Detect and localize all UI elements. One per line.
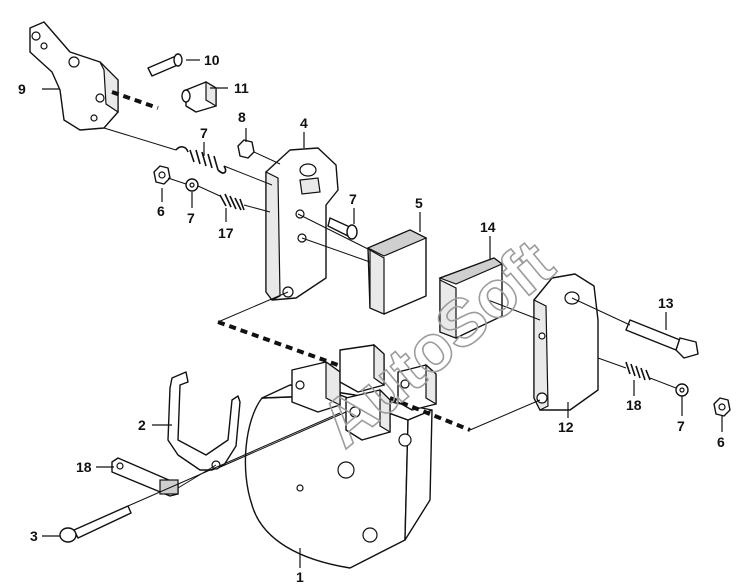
part-17-spring-right: [625, 361, 651, 381]
part-11-nut: [237, 139, 281, 165]
callout-3: 3: [30, 528, 38, 544]
watermark-text: AutoSoft: [306, 225, 567, 461]
part-14-caliper-right: [533, 273, 599, 411]
callout-6-left: 6: [157, 203, 165, 219]
assembly-lines: [111, 90, 677, 489]
leader-lines: [42, 59, 723, 568]
part-18-clip: [111, 457, 179, 497]
callout-6-right: 6: [717, 434, 725, 450]
callout-15: 13: [658, 295, 674, 311]
part-12-pin: [147, 53, 183, 77]
part-10-upper-bracket: [29, 21, 119, 131]
callout-10: 9: [18, 81, 26, 97]
callout-4: 4: [300, 115, 308, 131]
callout-13: 11: [234, 80, 249, 96]
part-16-brake-pad: [438, 257, 504, 339]
callout-17-left: 17: [218, 225, 234, 241]
part-7-washer-left: [185, 178, 199, 192]
callout-7-right: 7: [677, 418, 685, 434]
part-8-pin: [327, 217, 358, 240]
callout-5: 5: [415, 195, 423, 211]
part-13-block: [181, 80, 217, 113]
callout-labels: 9 10 11 8 7 4 7 5 14 6 7 17 13 18 7 6 12…: [18, 52, 725, 585]
callout-11: 8: [238, 109, 246, 125]
callout-2: 2: [138, 417, 146, 433]
callout-12: 10: [204, 52, 220, 68]
part-3-bolt: [59, 412, 341, 543]
callout-9: 7: [200, 125, 208, 141]
part-2-fork-bracket: [167, 371, 241, 471]
part-7-washer-right: [675, 383, 689, 397]
callout-18: 18: [76, 459, 92, 475]
callout-8: 7: [349, 191, 357, 207]
callout-1: 1: [296, 569, 304, 585]
part-9-tension-spring: [103, 127, 273, 186]
callout-16: 14: [480, 219, 496, 235]
callout-14: 12: [558, 419, 574, 435]
part-17-spring-left: [219, 193, 271, 213]
part-4-caliper-left: [265, 147, 339, 301]
callout-17-right: 18: [626, 397, 642, 413]
callout-7-left: 7: [187, 210, 195, 226]
part-6-nut-right: [713, 397, 731, 417]
part-6-nut-left: [153, 165, 171, 185]
part-5-brake-pad: [366, 229, 428, 315]
part-15-bolt: [571, 297, 699, 359]
